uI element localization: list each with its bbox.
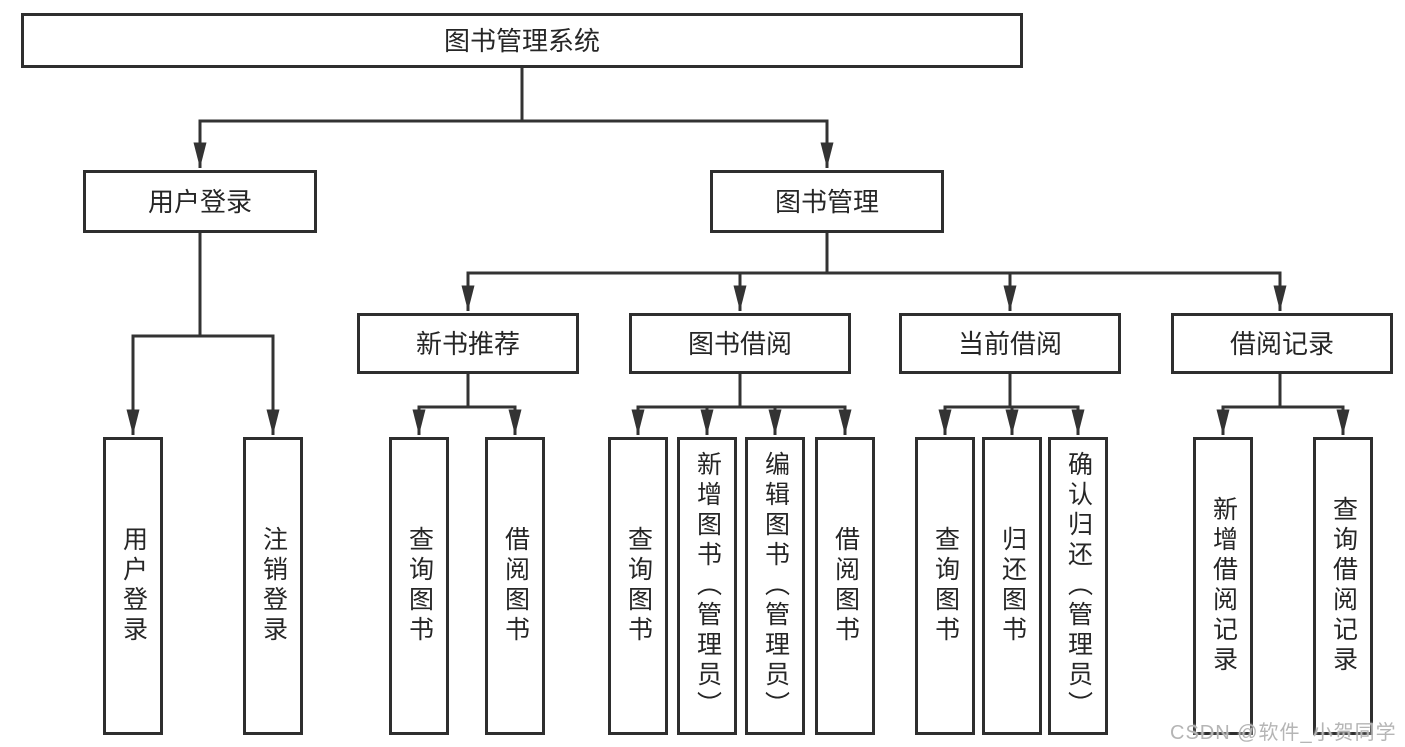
node-new-book-recommend: 新书推荐 (357, 313, 579, 374)
node-user-login-group: 用户登录 (83, 170, 317, 233)
connector-book-borrow-to-leaves (631, 372, 852, 435)
leaf-return-book: 归还图书 (982, 437, 1042, 735)
node-library-management-system: 图书管理系统 (21, 13, 1023, 68)
connector-user-login-to-leaves (126, 231, 280, 435)
node-book-management: 图书管理 (710, 170, 944, 233)
leaf-borrow-books-2: 借阅图书 (815, 437, 875, 735)
leaf-query-borrow-record: 查询借阅记录 (1313, 437, 1373, 735)
connector-root-to-level2 (193, 66, 834, 168)
leaf-query-books-3: 查询图书 (915, 437, 975, 735)
leaf-borrow-books-1: 借阅图书 (485, 437, 545, 735)
connector-new-book-to-leaves (412, 372, 522, 435)
leaf-edit-book-admin: 编辑图书（管理员） (745, 437, 805, 735)
leaf-add-book-admin: 新增图书（管理员） (677, 437, 737, 735)
leaf-query-books-2: 查询图书 (608, 437, 668, 735)
node-current-borrowing: 当前借阅 (899, 313, 1121, 374)
leaf-query-books-1: 查询图书 (389, 437, 449, 735)
connector-book-management-to-level3 (461, 231, 1287, 311)
leaf-logout: 注销登录 (243, 437, 303, 735)
connector-current-borrow-to-leaves (938, 372, 1085, 435)
leaf-confirm-return-admin: 确认归还（管理员） (1048, 437, 1108, 735)
csdn-watermark: CSDN @软件_小贺同学 (1170, 722, 1397, 744)
leaf-user-login: 用户登录 (103, 437, 163, 735)
node-book-borrowing: 图书借阅 (629, 313, 851, 374)
leaf-add-borrow-record: 新增借阅记录 (1193, 437, 1253, 735)
node-borrowing-records: 借阅记录 (1171, 313, 1393, 374)
connector-borrow-records-to-leaves (1216, 372, 1350, 435)
